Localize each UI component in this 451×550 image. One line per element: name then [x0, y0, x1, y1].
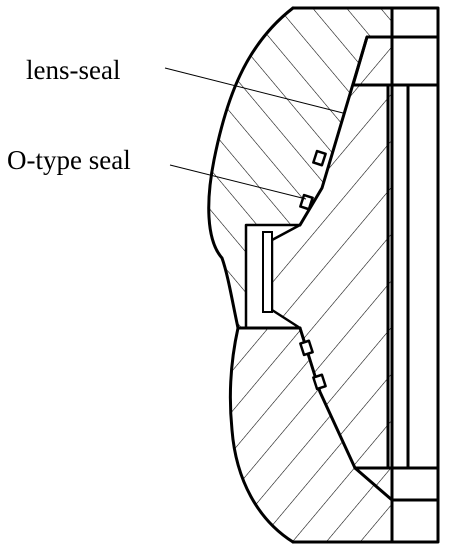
lower-housing-section [230, 328, 392, 542]
right-rim [390, 6, 440, 544]
o-type-seal-leader [169, 164, 307, 200]
outer-outline [207, 6, 295, 544]
upper-cone-line [298, 35, 369, 227]
o-type-seal-label: O-type seal [7, 145, 131, 175]
o-ring-groove-lower-1 [299, 339, 314, 357]
o-ring-groove-upper-2 [299, 193, 314, 211]
window-slot [386, 83, 440, 470]
inner-channel [262, 231, 273, 313]
o-ring-groove-upper-1 [312, 149, 327, 167]
lens-body-section [272, 37, 392, 500]
upper-housing-section [208, 8, 392, 328]
o-ring-groove-lower-2 [312, 373, 327, 391]
lens-seal-leader [164, 67, 344, 114]
lens-seal-label: lens-seal [26, 55, 120, 85]
